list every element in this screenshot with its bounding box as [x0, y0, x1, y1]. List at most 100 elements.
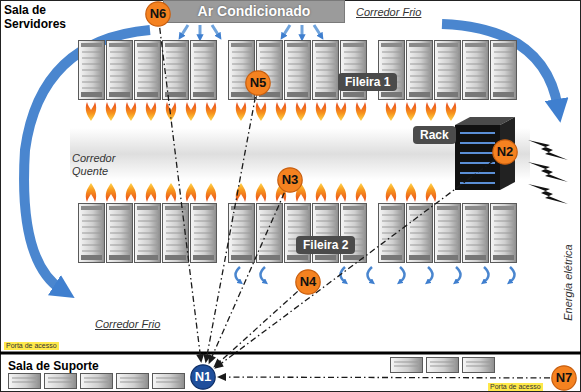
heat-flames — [186, 102, 196, 121]
heat-flames — [106, 102, 116, 121]
heat-flames — [356, 102, 366, 121]
sensor-node: N2 — [492, 139, 518, 165]
support-workstations — [9, 358, 495, 389]
server-row-1 — [163, 41, 189, 100]
support-workstations — [117, 374, 149, 389]
cold-air-small-arrow — [314, 25, 321, 36]
box-title: Ar Condicionado — [198, 1, 311, 22]
heat-flames — [106, 183, 116, 202]
server-row-2 — [191, 204, 217, 263]
node-text: Fileira 2 — [303, 238, 348, 252]
connector — [217, 373, 550, 381]
sensor-node: N7 — [551, 365, 577, 391]
heat-flames — [316, 102, 326, 121]
connector-line — [207, 97, 255, 356]
power-bolt — [528, 140, 568, 160]
node-number: N3 — [277, 167, 303, 193]
cold-air-small-arrow — [283, 25, 290, 36]
support-workstations — [9, 374, 41, 389]
heat-flames — [256, 102, 266, 121]
server-row-2 — [463, 204, 489, 263]
heat-flames — [296, 102, 306, 121]
heat-flames — [356, 183, 366, 202]
heat-flames — [426, 183, 436, 202]
rack-server-icon — [455, 125, 500, 190]
node-number: N4 — [295, 269, 321, 295]
heat-flames — [336, 183, 346, 202]
node-circle-shape — [246, 71, 270, 95]
heat-flames — [406, 102, 416, 121]
node-circle-shape — [552, 366, 576, 390]
cold-air-arrow — [24, 24, 558, 290]
server-row-1 — [435, 41, 461, 100]
server-row-1 — [491, 41, 517, 100]
server-row-2 — [79, 204, 105, 263]
node-circle-shape — [296, 270, 320, 294]
node-circle-shape — [493, 140, 517, 164]
heat-flames — [386, 102, 396, 121]
room-divider-wall — [0, 352, 581, 355]
server-row-2 — [135, 204, 161, 263]
node-number: N1 — [190, 364, 216, 390]
node-circle-shape — [191, 365, 215, 389]
node-number: N6 — [145, 1, 171, 27]
server-row-1 — [463, 41, 489, 100]
cold-air-small-arrow — [212, 25, 219, 36]
door-label: Porta de acesso — [488, 383, 543, 391]
server-row-1 — [79, 41, 105, 100]
cold-air-curl — [261, 267, 266, 282]
heat-flames — [316, 183, 326, 202]
server-row-2 — [79, 204, 517, 263]
heat-flames — [206, 102, 216, 121]
server-row-2 — [491, 204, 517, 263]
connector — [160, 28, 204, 363]
cold-air-small-arrow — [181, 25, 188, 36]
heat-flames — [406, 183, 416, 202]
support-workstations — [427, 358, 459, 373]
heat-flames — [86, 102, 456, 202]
connector — [203, 97, 255, 363]
row-tag: Fileira 2 — [296, 236, 355, 254]
heat-flames — [256, 183, 266, 202]
server-row-2 — [407, 204, 433, 263]
heat-flames — [86, 102, 96, 121]
server-row-1 — [135, 41, 161, 100]
row-tag: Fileira 1 — [338, 73, 397, 91]
heat-flames — [146, 102, 156, 121]
heat-flames — [236, 102, 246, 121]
connector — [214, 160, 494, 368]
connector-line — [160, 28, 201, 355]
connector-line — [219, 291, 297, 362]
sink-node: N1 — [190, 364, 216, 390]
cold-air-curl — [368, 267, 373, 282]
node-circle-shape — [278, 168, 302, 192]
server-row-1 — [407, 41, 433, 100]
connector-arrowhead — [209, 354, 216, 364]
rack-server-icon — [460, 133, 495, 183]
heat-flames — [146, 183, 156, 202]
cold-air-small-arrow — [199, 25, 202, 37]
cold-air-curl — [236, 267, 515, 282]
server-row-1 — [191, 41, 217, 100]
connector — [213, 291, 297, 367]
connector-arrowhead — [213, 359, 222, 368]
cold-air-arrow — [24, 30, 150, 290]
aisle-label: Corredor Frio — [95, 318, 160, 331]
server-row-1 — [79, 41, 517, 100]
cold-air-small-arrow — [181, 25, 321, 37]
node-text: Fileira 1 — [345, 75, 390, 89]
connector-arrowhead — [217, 373, 226, 381]
server-row-2 — [229, 204, 255, 263]
server-row-2 — [257, 204, 283, 263]
heat-flames — [166, 183, 176, 202]
air-conditioner-box: Ar Condicionado — [163, 0, 345, 23]
power-bolt — [528, 140, 568, 204]
connector-line — [225, 376, 550, 378]
server-row-1 — [107, 41, 133, 100]
heat-flames — [446, 102, 456, 121]
